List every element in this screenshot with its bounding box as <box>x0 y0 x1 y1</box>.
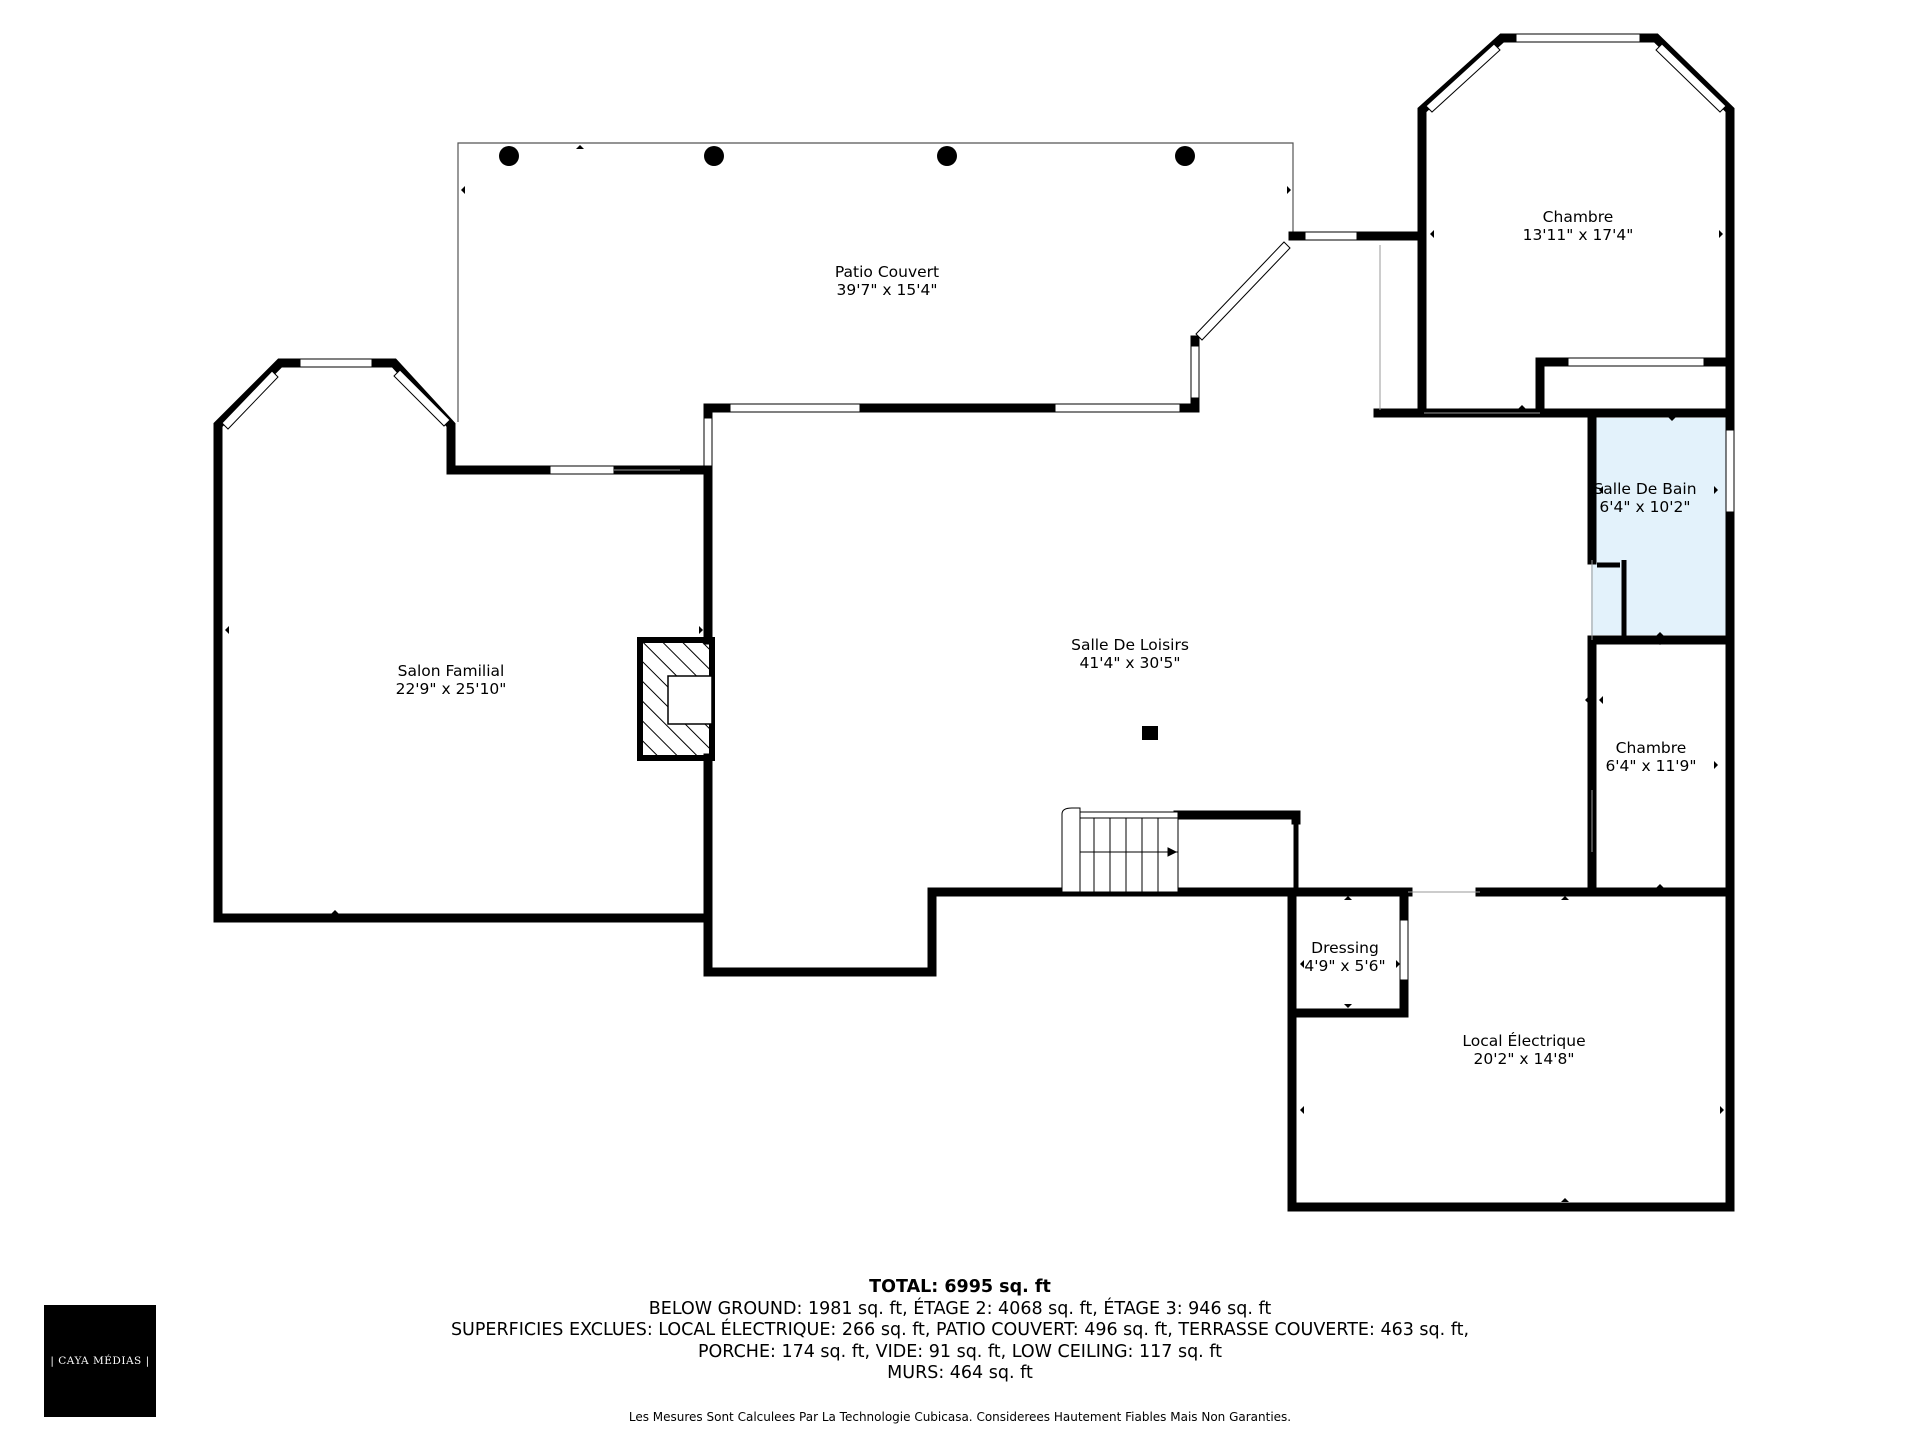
room-dims: 13'11" x 17'4" <box>1522 226 1634 244</box>
room-label-patio-couvert: Patio Couvert 39'7" x 15'4" <box>835 263 939 299</box>
room-label-salle-de-loisirs: Salle De Loisirs 41'4" x 30'5" <box>1071 636 1189 672</box>
room-dims: 6'4" x 10'2" <box>1599 498 1691 516</box>
room-name: Salle De Loisirs <box>1071 636 1189 654</box>
area-summary: TOTAL: 6995 sq. ft BELOW GROUND: 1981 sq… <box>0 1277 1920 1385</box>
room-dims: 20'2" x 14'8" <box>1473 1050 1575 1068</box>
disclaimer-text: Les Mesures Sont Calculees Par La Techno… <box>628 1410 1292 1424</box>
room-label-salle-de-bain: Salle De Bain 6'4" x 10'2" <box>1593 480 1696 516</box>
room-name: Chambre <box>1615 739 1687 757</box>
room-label-dressing: Dressing 4'9" x 5'6" <box>1304 939 1385 975</box>
room-label-chambre-small: Chambre 6'4" x 11'9" <box>1605 739 1696 775</box>
wall-stubs <box>1293 560 1627 892</box>
summary-line-4: MURS: 464 sq. ft <box>887 1363 1033 1383</box>
patio-columns <box>499 146 1195 166</box>
room-name: Dressing <box>1311 939 1379 957</box>
total-area: TOTAL: 6995 sq. ft <box>869 1277 1051 1297</box>
room-dims: 22'9" x 25'10" <box>395 680 507 698</box>
room-label-chambre-top: Chambre 13'11" x 17'4" <box>1523 208 1634 244</box>
room-name: Local Électrique <box>1462 1032 1586 1050</box>
staircase <box>1061 807 1179 893</box>
summary-line-1: BELOW GROUND: 1981 sq. ft, ÉTAGE 2: 4068… <box>648 1298 1272 1319</box>
room-name: Chambre <box>1542 208 1614 226</box>
dimension-ticks <box>225 145 1724 1202</box>
room-dims: 41'4" x 30'5" <box>1079 654 1181 672</box>
windows <box>221 33 1735 981</box>
bathroom-fill <box>1591 418 1727 635</box>
room-name: Salle De Bain <box>1593 480 1697 498</box>
room-dims: 6'4" x 11'9" <box>1605 757 1697 775</box>
logo-text: | CAYA MÉDIAS | <box>50 1355 150 1367</box>
room-dims: 39'7" x 15'4" <box>836 281 938 299</box>
patio-outline <box>457 142 1294 422</box>
room-dims: 4'9" x 5'6" <box>1304 957 1386 975</box>
room-label-salon-familial: Salon Familial 22'9" x 25'10" <box>396 662 507 698</box>
caya-medias-logo: | CAYA MÉDIAS | <box>44 1305 156 1417</box>
fireplace <box>637 637 715 761</box>
summary-line-2: SUPERFICIES EXCLUES: LOCAL ÉLECTRIQUE: 2… <box>450 1320 1470 1340</box>
summary-line-3: PORCHE: 174 sq. ft, VIDE: 91 sq. ft, LOW… <box>697 1341 1223 1362</box>
room-name: Salon Familial <box>397 662 505 680</box>
door-openings <box>614 245 1593 893</box>
room-label-local-electrique: Local Électrique 20'2" x 14'8" <box>1462 1032 1585 1068</box>
center-column <box>1142 726 1158 740</box>
room-name: Patio Couvert <box>834 263 940 281</box>
